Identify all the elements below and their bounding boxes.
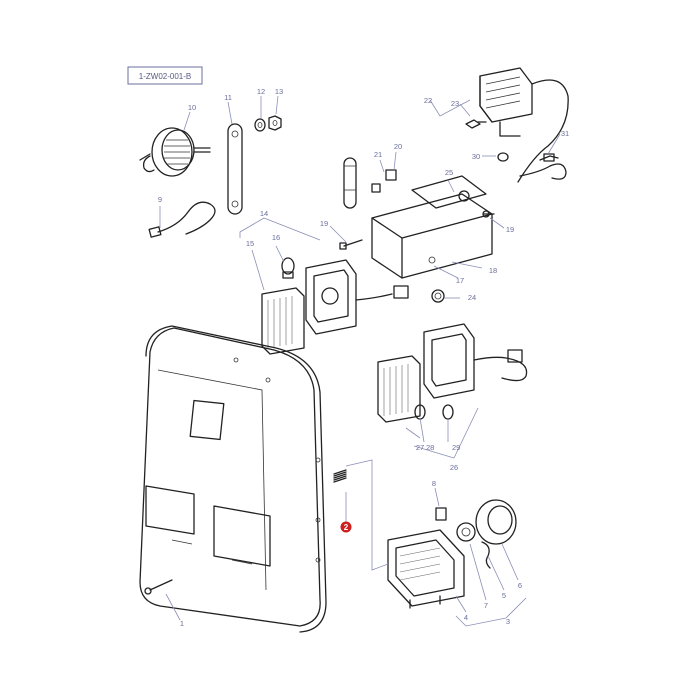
grommet-part: [431, 289, 445, 303]
svg-text:2: 2: [344, 523, 349, 532]
grommet-part: [497, 152, 509, 162]
callout-20: 20: [394, 142, 402, 151]
callout-6: 6: [518, 581, 522, 590]
bulb-part: [414, 404, 454, 420]
callout-31: 31: [561, 129, 569, 138]
nut-part: [268, 115, 282, 131]
callout-29: 29: [452, 443, 460, 452]
fender-panel-part: [139, 325, 327, 633]
callout-9: 9: [158, 195, 162, 204]
svg-text:1-ZW02-001-B: 1-ZW02-001-B: [139, 72, 191, 81]
bracket-strap-part: [227, 123, 243, 215]
callout-17: 17: [456, 276, 464, 285]
callout-2-highlighted[interactable]: 2: [340, 521, 352, 533]
callout-24: 24: [468, 293, 476, 302]
washer-part: [254, 118, 266, 132]
callout-12: 12: [257, 87, 265, 96]
work-lamp-part: [479, 67, 569, 183]
callout-8: 8: [432, 479, 436, 488]
callout-11: 11: [224, 93, 232, 102]
callout-5: 5: [502, 591, 506, 600]
tail-lamp-lens-part: [377, 355, 421, 423]
callout-15: 15: [246, 239, 254, 248]
callout-26: 26: [450, 463, 458, 472]
callout-23: 23: [451, 99, 459, 108]
callout-28: 28: [426, 443, 434, 452]
callout-numbers: 1 3 4 5 6 7 8 9 10 11 12 13 14 15 16 17 …: [158, 87, 569, 628]
callout-13: 13: [275, 87, 283, 96]
leader-lines: [159, 95, 561, 627]
headlamp-part: [387, 529, 465, 609]
nut-part: [458, 190, 470, 202]
tail-lamp-housing-part: [305, 259, 409, 335]
callout-18: 18: [489, 266, 497, 275]
bulb-part: [281, 257, 295, 279]
tail-lamp-housing-part: [423, 323, 528, 399]
callout-19b: 19: [506, 225, 514, 234]
retaining-clip-part: [481, 541, 491, 569]
callout-30: 30: [472, 152, 480, 161]
headlamp-bulb-part: [456, 522, 476, 542]
callout-19a: 19: [320, 219, 328, 228]
callout-25: 25: [445, 168, 453, 177]
callout-10: 10: [188, 103, 196, 112]
callout-7: 7: [484, 601, 488, 610]
callout-3: 3: [506, 617, 510, 626]
headlamp-cover-part: [475, 499, 517, 545]
callout-22: 22: [424, 96, 432, 105]
callout-16: 16: [272, 233, 280, 242]
horn-wire-part: [148, 201, 216, 238]
lamp-post-part: [343, 157, 357, 209]
horn-part: [139, 127, 211, 177]
callout-14: 14: [260, 209, 268, 218]
screw-part: [144, 579, 173, 595]
nut-part: [435, 507, 447, 521]
callout-4: 4: [464, 613, 468, 622]
mounting-bracket-part: [371, 175, 493, 279]
reference-code-label: 1-ZW02-001-B: [127, 66, 203, 85]
callout-27: 27: [416, 443, 424, 452]
callout-1: 1: [180, 619, 184, 628]
bolt-part: [482, 210, 495, 218]
lamp-wire-part: [519, 153, 567, 180]
nut-part: [371, 169, 397, 193]
tail-lamp-lens-part: [261, 287, 305, 355]
bolt-part: [339, 239, 363, 250]
callout-21: 21: [374, 150, 382, 159]
lamp-bulb-part: [465, 119, 487, 129]
highlight-marker: [340, 521, 352, 533]
spring-part-highlighted: [333, 469, 347, 483]
